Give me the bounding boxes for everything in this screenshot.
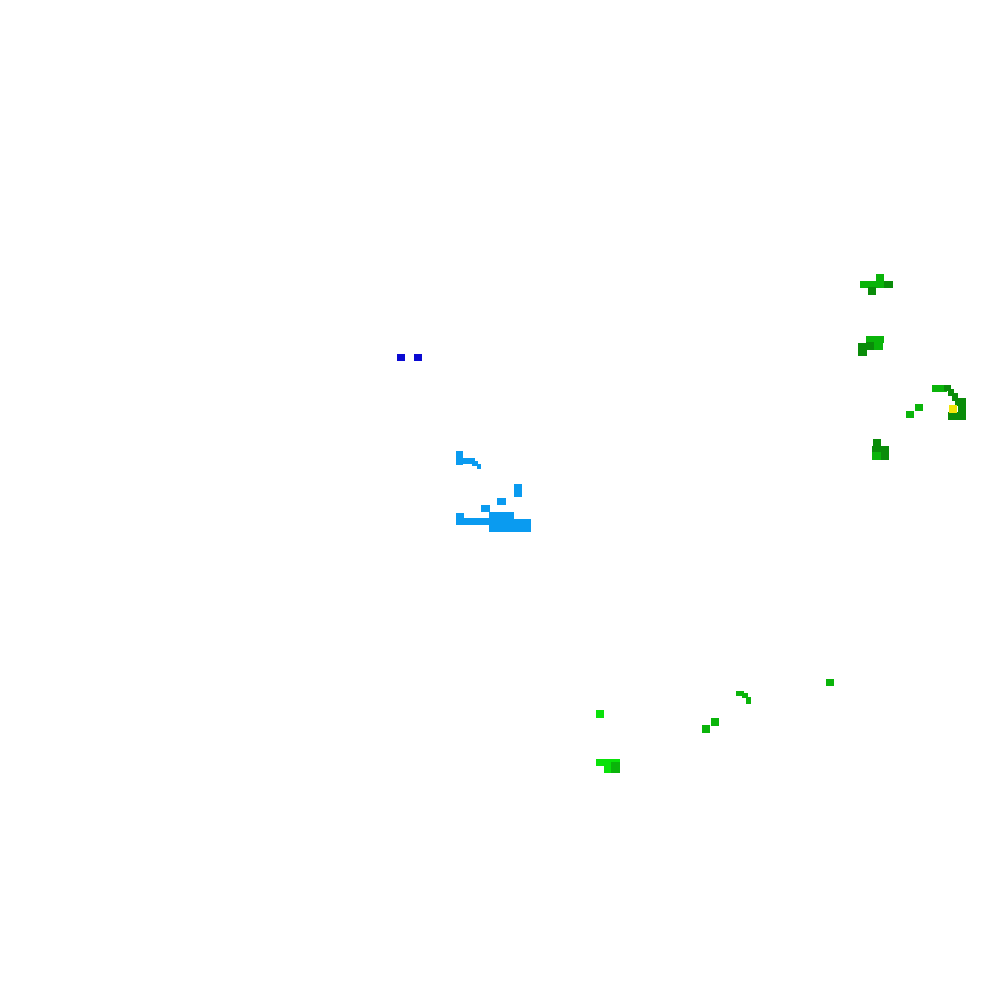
green-echo-east-cell <box>948 389 954 396</box>
yellow-echo <box>949 405 957 413</box>
green-echo-north <box>858 274 893 356</box>
light-blue-echo-cell <box>456 513 464 525</box>
bright-green-echo-south-cell <box>611 762 620 773</box>
bright-green-echo-south-cell <box>596 759 620 766</box>
dark-blue-echo-cell <box>414 354 422 361</box>
light-blue-echo-cell <box>513 519 531 532</box>
bright-green-echo-south-cell <box>711 718 719 726</box>
precipitation-echo-layer <box>397 274 966 773</box>
yellow-echo-cell <box>949 405 957 413</box>
green-echo-north-cell <box>874 342 883 350</box>
light-blue-echo-cell <box>477 464 481 469</box>
green-echo-east-cell <box>944 385 951 391</box>
green-echo-east-cell <box>906 411 914 418</box>
green-echo-east-cell <box>873 439 881 447</box>
bright-green-echo-south-cell <box>736 691 744 696</box>
bright-green-echo-south <box>596 679 834 773</box>
light-blue-echo-cell <box>464 518 490 525</box>
dark-blue-echo <box>397 354 422 361</box>
light-blue-echo-cell <box>456 451 463 465</box>
green-echo-east-cell <box>932 385 947 392</box>
green-echo-north-cell <box>860 281 893 288</box>
light-blue-echo <box>456 451 531 532</box>
green-echo-north-cell <box>866 336 884 343</box>
light-blue-echo-cell <box>472 461 478 466</box>
light-blue-echo-cell <box>489 512 514 532</box>
light-blue-echo-cell <box>497 498 506 505</box>
light-blue-echo-cell <box>463 458 475 464</box>
green-echo-east-cell <box>872 452 881 460</box>
green-echo-east-cell <box>958 405 966 420</box>
green-echo-north-cell <box>866 342 876 350</box>
green-echo-east <box>872 385 966 460</box>
light-blue-echo-cell <box>514 484 522 497</box>
green-echo-east-cell <box>915 404 923 411</box>
green-echo-north-cell <box>884 281 893 288</box>
bright-green-echo-south-cell <box>826 679 834 686</box>
bright-green-echo-south-cell <box>742 693 748 698</box>
green-echo-east-cell <box>948 412 959 420</box>
bright-green-echo-south-cell <box>746 697 751 704</box>
green-echo-north-cell <box>868 287 876 295</box>
green-echo-east-cell <box>952 393 958 401</box>
green-echo-north-cell <box>876 274 884 282</box>
green-echo-north-cell <box>858 343 867 356</box>
bright-green-echo-south-cell <box>702 725 710 733</box>
green-echo-east-cell <box>955 398 966 406</box>
light-blue-echo-cell <box>481 505 490 512</box>
bright-green-echo-south-cell <box>596 710 604 718</box>
dark-blue-echo-cell <box>397 354 405 361</box>
